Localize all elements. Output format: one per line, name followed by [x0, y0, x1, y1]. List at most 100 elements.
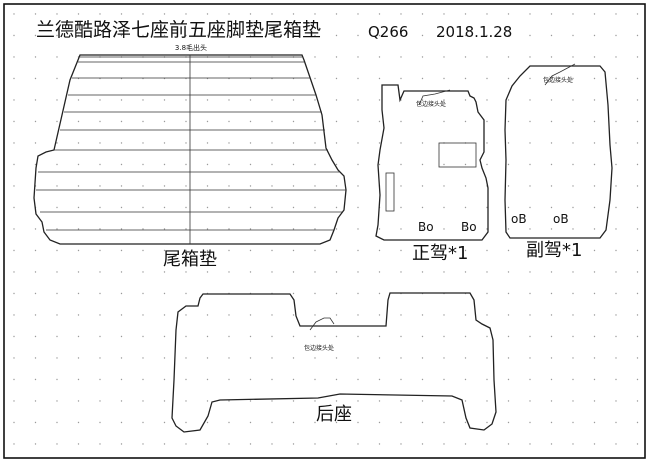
grid-dot: [636, 335, 639, 338]
grid-dot: [615, 314, 617, 316]
grid-dot: [615, 271, 617, 273]
grid-dot: [529, 99, 531, 101]
trunk-mat-label: 尾箱垫: [163, 249, 217, 270]
grid-dot: [615, 228, 617, 230]
grid-dot: [77, 314, 80, 316]
grid-dot: [185, 271, 187, 273]
grid-dot: [163, 378, 166, 381]
grid-dot: [593, 163, 596, 166]
grid-dot: [615, 77, 617, 80]
grid-dot: [421, 120, 424, 123]
grid-dot: [13, 421, 15, 424]
grid-dot: [77, 335, 80, 338]
grid-dot: [486, 421, 488, 424]
grid-dot: [206, 142, 209, 144]
grid-dot: [378, 120, 381, 123]
grid-dot: [314, 271, 316, 273]
grid-dot: [292, 314, 295, 316]
grid-dot: [636, 142, 639, 144]
grid-dot: [142, 443, 144, 445]
grid-dot: [271, 228, 273, 230]
grid-dot: [142, 292, 144, 295]
grid-dot: [550, 13, 553, 15]
grid-dot: [77, 206, 80, 209]
grid-dot: [99, 99, 101, 101]
grid-dot: [550, 314, 553, 316]
grid-dot: [13, 292, 15, 295]
grid-dot: [507, 13, 510, 15]
grid-dot: [120, 335, 123, 338]
grid-dot: [314, 292, 316, 295]
grid-dot: [185, 378, 187, 381]
grid-dot: [378, 443, 381, 445]
grid-dot: [378, 228, 381, 230]
grid-dot: [271, 443, 273, 445]
grid-dot: [335, 206, 338, 209]
grid-dot: [314, 13, 316, 15]
grid-dot: [443, 335, 445, 338]
grid-dot: [572, 56, 574, 58]
grid-dot: [572, 206, 574, 209]
grid-dot: [34, 228, 37, 230]
grid-dot: [507, 357, 510, 359]
grid-dot: [335, 378, 338, 381]
grid-dot: [615, 185, 617, 187]
grid-dot: [572, 163, 574, 166]
grid-dot: [292, 163, 295, 166]
grid-dot: [529, 357, 531, 359]
grid-dot: [486, 120, 488, 123]
grid-dot: [99, 271, 101, 273]
grid-dot: [529, 228, 531, 230]
grid-dot: [185, 185, 187, 187]
grid-dot: [163, 357, 166, 359]
grid-dot: [228, 378, 230, 381]
grid-dot: [529, 249, 531, 252]
grid-dot: [249, 228, 252, 230]
grid-dot: [464, 56, 467, 58]
grid-dot: [271, 335, 273, 338]
grid-dot: [228, 13, 230, 15]
rear-mat-outline: [171, 292, 497, 433]
grid-dot: [572, 13, 574, 15]
grid-dot: [593, 13, 596, 15]
grid-dot: [400, 249, 402, 252]
grid-dot: [507, 120, 510, 123]
grid-dot: [228, 400, 230, 402]
driver-leader-line: [418, 89, 451, 106]
grid-dot: [529, 185, 531, 187]
grid-dot: [421, 13, 424, 15]
grid-dot: [185, 292, 187, 295]
grid-dot: [163, 228, 166, 230]
grid-dot: [593, 185, 596, 187]
grid-dot: [572, 292, 574, 295]
grid-dot: [550, 378, 553, 381]
grid-dot: [13, 99, 15, 101]
grid-dot: [572, 421, 574, 424]
grid-dot: [185, 357, 187, 359]
grid-dot: [292, 271, 295, 273]
grid-dot: [228, 443, 230, 445]
grid-dot: [99, 314, 101, 316]
grid-dot: [185, 120, 187, 123]
passenger-leader-line: [544, 63, 576, 86]
grid-dot: [357, 378, 359, 381]
grid-dot: [529, 314, 531, 316]
grid-dot: [142, 378, 144, 381]
grid-dot: [185, 400, 187, 402]
grid-dot: [206, 185, 209, 187]
grid-dot: [99, 13, 101, 15]
grid-dot: [335, 13, 338, 15]
grid-dot: [185, 163, 187, 166]
grid-dot: [357, 99, 359, 101]
grid-dot: [636, 271, 639, 273]
grid-dot: [163, 400, 166, 402]
grid-dot: [142, 34, 144, 37]
grid-dot: [120, 357, 123, 359]
grid-dot: [56, 13, 58, 15]
grid-dot: [228, 357, 230, 359]
driver-marker-1: Bo: [418, 220, 434, 234]
grid-dot: [464, 314, 467, 316]
grid-dot: [228, 142, 230, 144]
grid-dot: [464, 421, 467, 424]
